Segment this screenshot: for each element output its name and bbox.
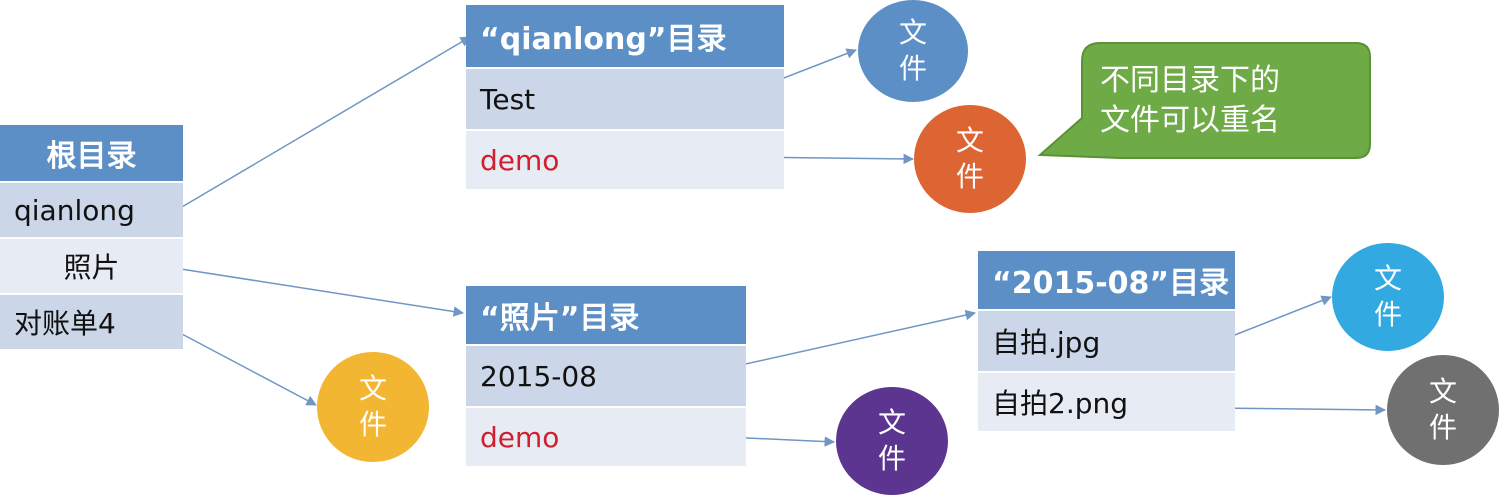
photos-directory-table: “照片”目录 2015-08 demo — [466, 286, 746, 466]
qianlong-directory-header: “qianlong”目录 — [466, 5, 784, 67]
file-circle-orange: 文 件 — [914, 105, 1026, 213]
dir-2015-item-selfie-jpg[interactable]: 自拍.jpg — [978, 309, 1235, 371]
file-label-line2: 件 — [877, 442, 906, 475]
qianlong-directory-table: “qianlong”目录 Test demo — [466, 5, 784, 189]
file-label-line2: 件 — [1373, 298, 1402, 331]
file-circle-yellow: 文 件 — [317, 352, 429, 462]
file-label-line1: 文 — [877, 406, 906, 439]
dir-2015-item-selfie2-png[interactable]: 自拍2.png — [978, 371, 1235, 431]
arrow-root-photos — [167, 266, 465, 317]
file-circle-purple: 文 件 — [836, 387, 948, 495]
root-item-photos[interactable]: 照片 — [0, 237, 183, 293]
file-label-line1: 文 — [1428, 375, 1457, 408]
callout-line1: 不同目录下的 — [1100, 63, 1280, 98]
file-circle-gray: 文 件 — [1387, 355, 1499, 465]
arrow-statement-file — [179, 332, 317, 406]
file-label-line1: 文 — [358, 372, 387, 405]
root-directory-header: 根目录 — [0, 125, 183, 181]
file-label-line2: 件 — [955, 160, 984, 193]
arrow-2015-dir — [704, 309, 977, 374]
qianlong-item-test[interactable]: Test — [466, 67, 784, 129]
photos-item-2015-08[interactable]: 2015-08 — [466, 344, 746, 406]
file-label-line1: 文 — [1373, 262, 1402, 295]
file-label-line1: 文 — [898, 16, 927, 49]
file-circle-cyan: 文 件 — [1332, 243, 1444, 351]
file-circle-blue: 文 件 — [858, 0, 968, 102]
file-label-line2: 件 — [1428, 411, 1457, 444]
arrow-selfie2-png-file — [1211, 404, 1387, 416]
root-item-statement[interactable]: 对账单4 — [0, 293, 183, 349]
photos-item-demo[interactable]: demo — [466, 406, 746, 466]
photos-directory-header: “照片”目录 — [466, 286, 746, 344]
root-directory-table: 根目录 qianlong 照片 对账单4 — [0, 125, 183, 349]
file-label-line2: 件 — [358, 408, 387, 441]
callout-text: 不同目录下的 文件可以重名 — [1100, 61, 1280, 141]
dir-2015-08-header: “2015-08”目录 — [978, 251, 1235, 309]
file-label-line1: 文 — [955, 124, 984, 157]
callout-bubble — [1037, 42, 1371, 159]
qianlong-item-demo[interactable]: demo — [466, 129, 784, 189]
file-label-line2: 件 — [898, 52, 927, 85]
callout-line2: 文件可以重名 — [1100, 103, 1280, 138]
dir-2015-08-table: “2015-08”目录 自拍.jpg 自拍2.png — [978, 251, 1235, 431]
arrow-root-qianlong — [169, 36, 471, 215]
root-item-qianlong[interactable]: qianlong — [0, 181, 183, 237]
